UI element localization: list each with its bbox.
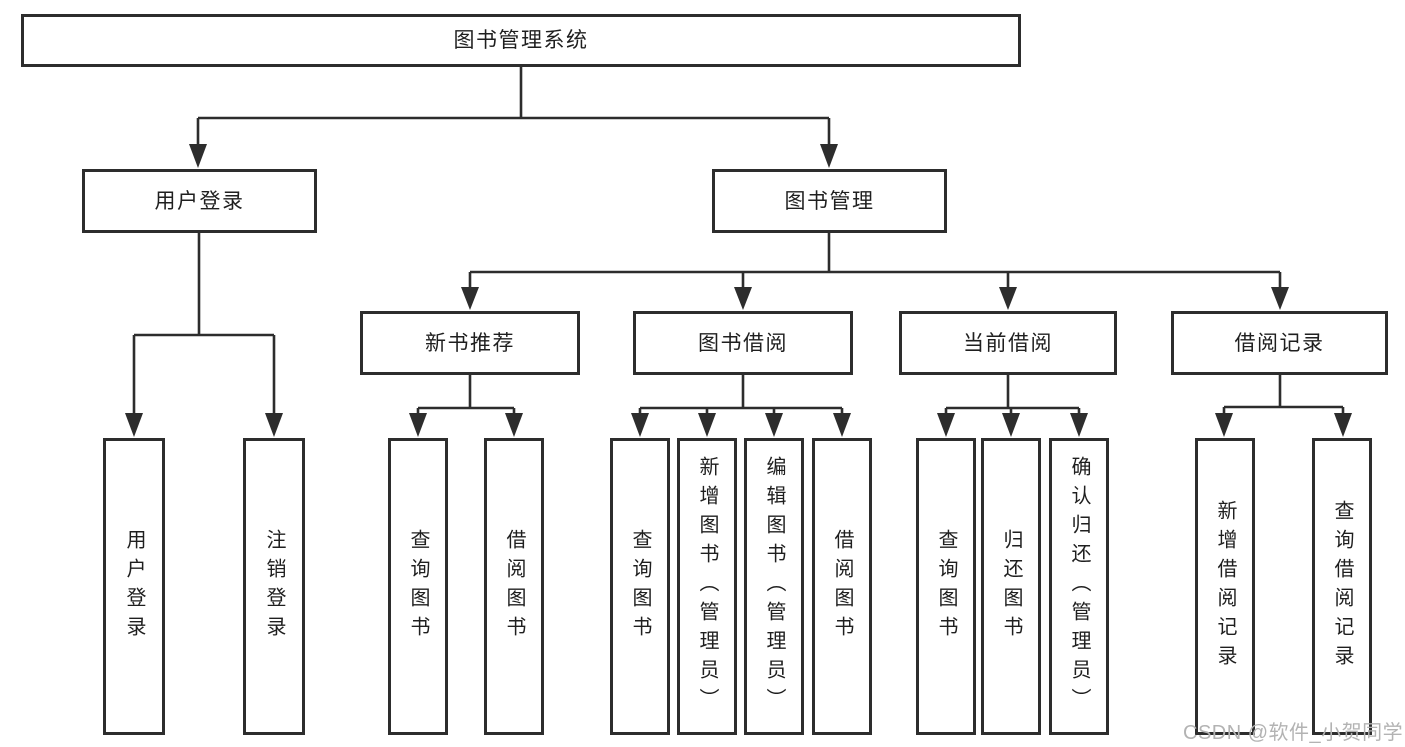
watermark: CSDN @软件_小贺同学 — [1183, 722, 1404, 744]
node-book-management-label: 图书管理 — [784, 189, 875, 213]
leaf-current-return-label: 归还图书 — [1000, 528, 1022, 645]
leaf-current-query-label: 查询图书 — [935, 528, 957, 645]
node-current-borrow-label: 当前借阅 — [963, 331, 1053, 355]
leaf-current-confirm-label: 确认归还（管理员） — [1068, 456, 1090, 717]
leaf-borrow-query: 查询图书 — [610, 438, 670, 735]
leaf-user-login-label: 用户登录 — [123, 528, 145, 645]
leaf-borrow-borrow-label: 借阅图书 — [831, 528, 853, 645]
node-book-management: 图书管理 — [712, 169, 947, 233]
leaf-current-query: 查询图书 — [916, 438, 976, 735]
leaf-user-login: 用户登录 — [103, 438, 165, 735]
leaf-borrow-query-label: 查询图书 — [629, 528, 651, 645]
leaf-borrow-add: 新增图书（管理员） — [677, 438, 737, 735]
node-borrow-records: 借阅记录 — [1171, 311, 1388, 375]
leaf-current-return: 归还图书 — [981, 438, 1041, 735]
leaf-current-confirm: 确认归还（管理员） — [1049, 438, 1109, 735]
leaf-borrow-edit: 编辑图书（管理员） — [744, 438, 804, 735]
leaf-records-query-label: 查询借阅记录 — [1331, 499, 1353, 674]
node-new-book-recommend: 新书推荐 — [360, 311, 580, 375]
leaf-newbooks-borrow-label: 借阅图书 — [503, 528, 525, 645]
leaf-records-query: 查询借阅记录 — [1312, 438, 1372, 735]
leaf-logout: 注销登录 — [243, 438, 305, 735]
leaf-newbooks-query: 查询图书 — [388, 438, 448, 735]
leaf-logout-label: 注销登录 — [263, 528, 285, 645]
node-user-login: 用户登录 — [82, 169, 317, 233]
node-root-label: 图书管理系统 — [453, 29, 589, 52]
leaf-records-add-label: 新增借阅记录 — [1214, 499, 1236, 674]
node-current-borrow: 当前借阅 — [899, 311, 1117, 375]
node-root: 图书管理系统 — [21, 14, 1021, 67]
leaf-borrow-edit-label: 编辑图书（管理员） — [763, 456, 785, 717]
node-borrow-records-label: 借阅记录 — [1234, 331, 1325, 355]
leaf-newbooks-borrow: 借阅图书 — [484, 438, 544, 735]
node-user-login-label: 用户登录 — [154, 189, 245, 213]
node-book-borrow: 图书借阅 — [633, 311, 853, 375]
leaf-borrow-borrow: 借阅图书 — [812, 438, 872, 735]
leaf-newbooks-query-label: 查询图书 — [407, 528, 429, 645]
node-book-borrow-label: 图书借阅 — [698, 331, 788, 355]
node-new-book-recommend-label: 新书推荐 — [425, 331, 515, 355]
leaf-records-add: 新增借阅记录 — [1195, 438, 1255, 735]
leaf-borrow-add-label: 新增图书（管理员） — [696, 456, 718, 717]
